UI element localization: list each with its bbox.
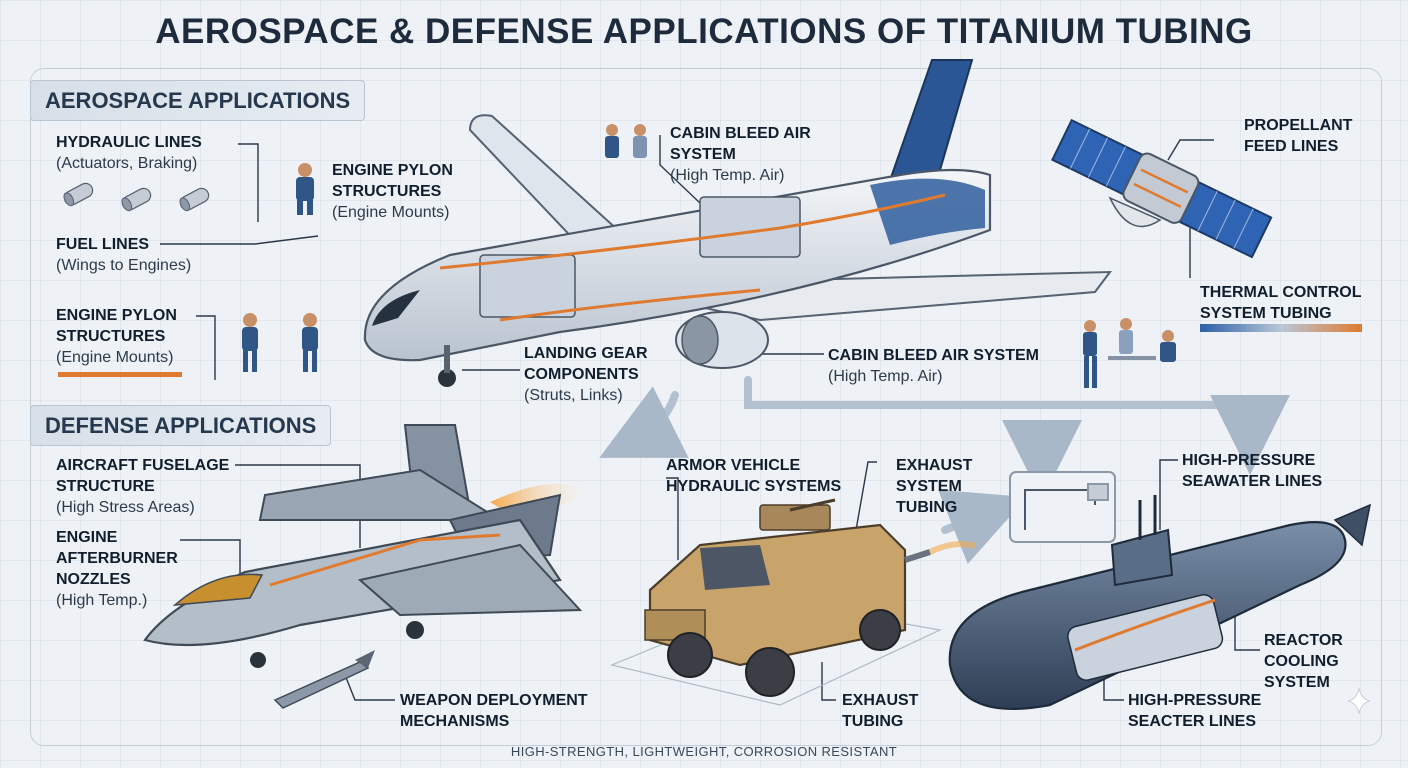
label-cabin-bleed-engine: CABIN BLEED AIR SYSTEM (High Temp. Air) xyxy=(828,347,1039,385)
airliner-icon xyxy=(363,59,1113,387)
sparkle-icon xyxy=(1347,687,1371,715)
label-seawater-lines: HIGH-PRESSURE SEAWATER LINES xyxy=(1182,452,1323,490)
label-cabin-bleed-top: CABIN BLEED AIR SYSTEM (High Temp. Air) xyxy=(670,125,811,184)
tube-segment-icon xyxy=(63,182,210,212)
section-aerospace: AEROSPACE APPLICATIONS xyxy=(30,80,366,121)
label-landing-gear: LANDING GEAR COMPONENTS (Struts, Links) xyxy=(524,345,648,404)
label-aircraft-fuselage: AIRCRAFT FUSELAGE STRUCTURE (High Stress… xyxy=(56,457,230,516)
heat-exchanger-icon xyxy=(1009,471,1116,543)
footer-tagline: HIGH-STRENGTH, LIGHTWEIGHT, CORROSION RE… xyxy=(510,744,898,759)
leader-lines xyxy=(160,135,1260,701)
satellite-icon xyxy=(1051,118,1273,259)
submarine-icon xyxy=(948,495,1372,710)
label-fuel-lines: FUEL LINES (Wings to Engines) xyxy=(56,236,192,274)
label-afterburner: ENGINE AFTERBURNER NOZZLES (High Temp.) xyxy=(56,529,178,609)
fighter-jet-icon xyxy=(143,424,590,668)
section-defense: DEFENSE APPLICATIONS xyxy=(30,405,332,446)
label-exhaust-system: EXHAUST SYSTEM TUBING xyxy=(896,457,973,516)
armored-vehicle-icon xyxy=(610,498,976,706)
label-reactor-cooling: REACTOR COOLING SYSTEM xyxy=(1264,632,1343,691)
label-engine-pylon-left: ENGINE PYLON STRUCTURES (Engine Mounts) xyxy=(56,307,177,366)
label-propellant-feed: PROPELLANT FEED LINES xyxy=(1244,117,1353,155)
label-hydraulic-lines: HYDRAULIC LINES (Actuators, Braking) xyxy=(56,134,202,172)
thermal-legend-bar xyxy=(1200,324,1362,332)
satellite-dish-icon xyxy=(1108,196,1162,228)
label-exhaust-tubing: EXHAUST TUBING xyxy=(842,692,919,730)
label-weapon-deployment: WEAPON DEPLOYMENT MECHANISMS xyxy=(400,692,588,730)
label-seacter-lines: HIGH-PRESSURE SEACTER LINES xyxy=(1128,692,1262,730)
worker-icon xyxy=(242,124,1176,388)
label-engine-pylon-top: ENGINE PYLON STRUCTURES (Engine Mounts) xyxy=(332,162,453,221)
missile-icon xyxy=(273,650,375,709)
flow-arrows xyxy=(599,376,1290,564)
pylon-legend-bar xyxy=(58,372,182,377)
label-armor-hydraulic: ARMOR VEHICLE HYDRAULIC SYSTEMS xyxy=(666,457,842,495)
page-title: AEROSPACE & DEFENSE APPLICATIONS OF TITA… xyxy=(155,12,1253,51)
label-thermal-control: THERMAL CONTROL SYSTEM TUBING xyxy=(1200,284,1362,322)
